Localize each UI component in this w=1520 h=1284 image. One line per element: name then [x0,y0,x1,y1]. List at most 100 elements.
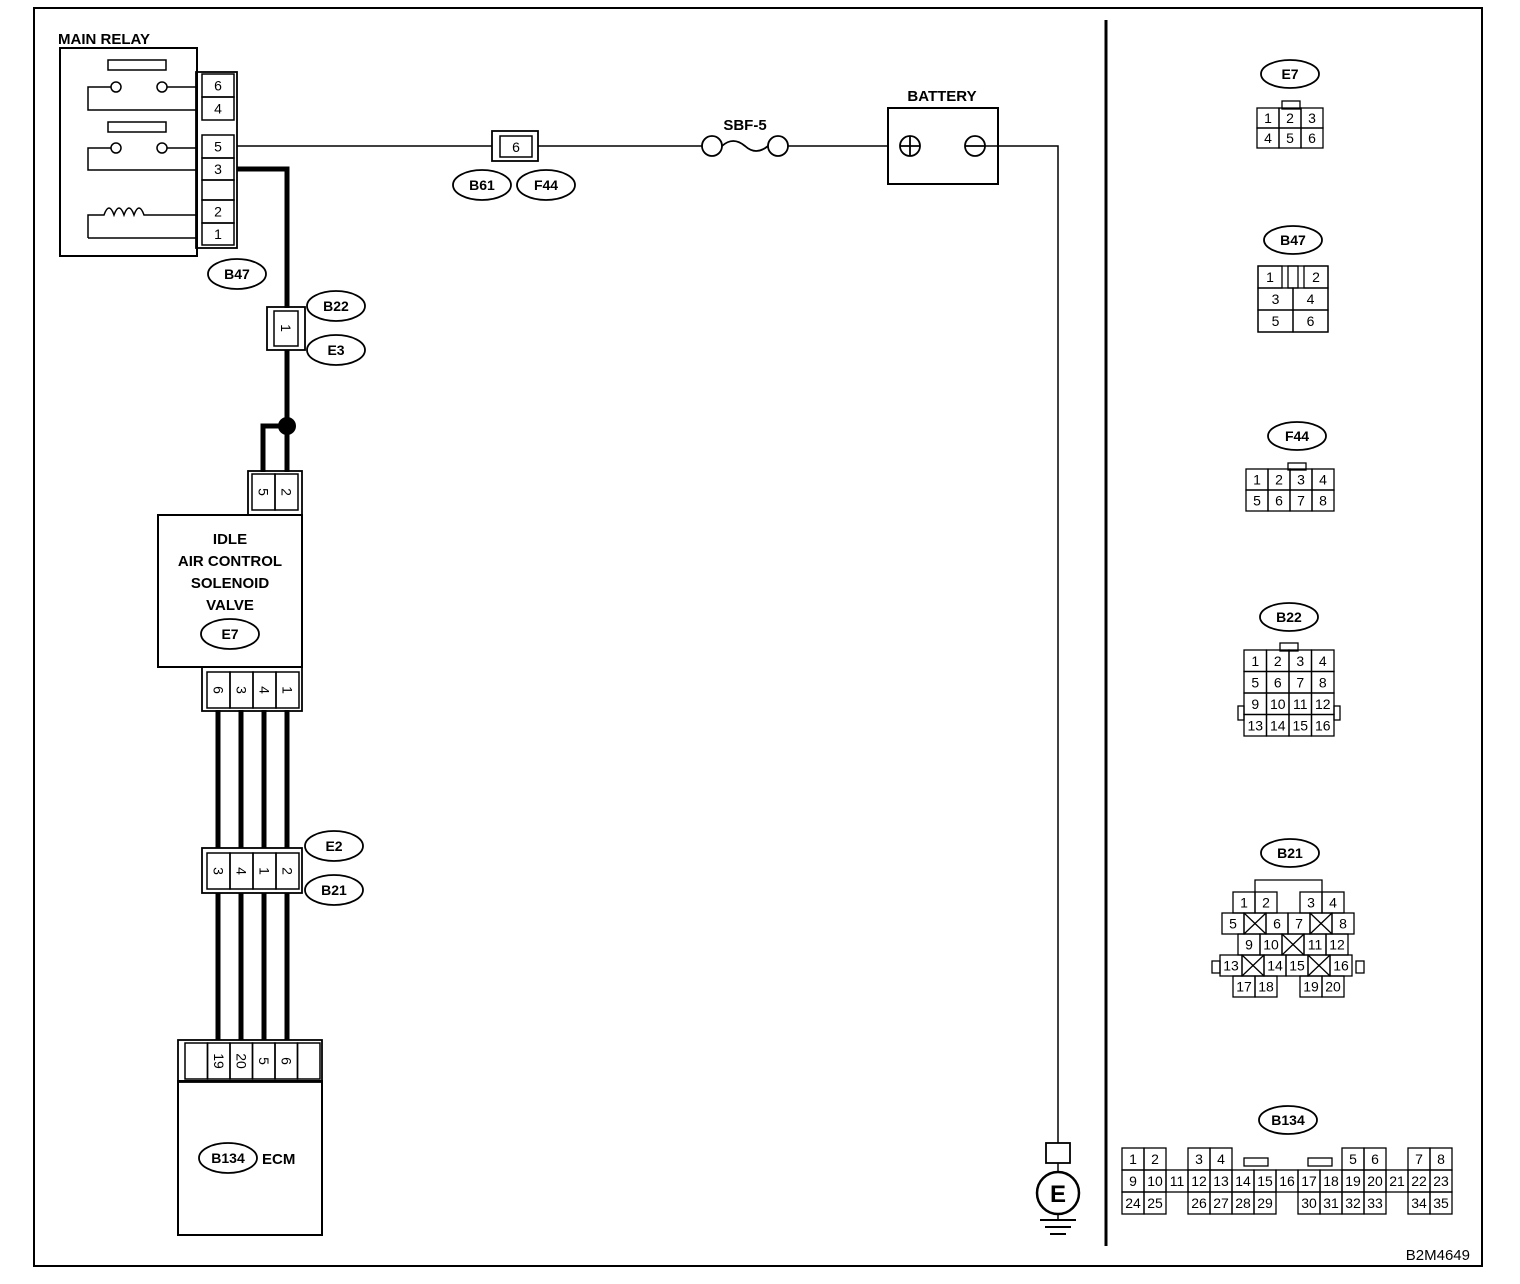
view-pin [1321,975,1345,998]
view-pin-label: 9 [1129,1173,1137,1189]
b134-tag-label: B134 [211,1150,245,1166]
view-pin-label: 8 [1339,916,1347,932]
view-pin-label: 8 [1319,674,1327,690]
view-pin-label: 3 [1272,291,1280,307]
e2-pin-label: 1 [257,867,273,875]
view-pin-label: 10 [1147,1173,1163,1189]
iacv-title-line: AIR CONTROL [178,553,282,570]
iacv-title-line: IDLE [213,531,247,548]
iacv-title-line: VALVE [206,597,254,614]
view-pin-label: 15 [1292,717,1308,733]
view-pin-label: 5 [1253,493,1261,509]
view-pin-label: 6 [1371,1151,1379,1167]
view-pin-label: 22 [1411,1173,1427,1189]
view-pin-label: 9 [1251,696,1259,712]
view-pin [1310,713,1335,737]
view-pin-label: 7 [1415,1151,1423,1167]
e2-tag-label: E2 [325,838,342,854]
e2-pin [275,852,300,890]
view-pin-label: 30 [1301,1195,1317,1211]
ground-label: E [1050,1181,1066,1208]
b22-connector-pin [273,310,299,347]
view-pin-label: 16 [1279,1173,1295,1189]
wire-junction-to-pin5 [260,423,287,472]
view-pin-label: 14 [1270,717,1286,733]
view-pin-label: 15 [1289,958,1305,974]
view-pin-label: 3 [1195,1151,1203,1167]
view-pin-label: 1 [1240,895,1248,911]
view-pin-label: 14 [1235,1173,1251,1189]
view-pin-label: 19 [1303,979,1319,995]
relay-coil [87,207,197,239]
view-pin-label: 1 [1264,110,1272,126]
view-pin-label: 13 [1213,1173,1229,1189]
view-pin-label: 35 [1433,1195,1449,1211]
b134-tag [198,1142,258,1174]
view-pin-label: 7 [1296,674,1304,690]
view-pin-label: 20 [1325,979,1341,995]
fuse-terminal-right [767,135,789,157]
view-tag-label: E7 [1281,66,1298,82]
wires-iacv-to-e2 [215,710,290,848]
main-relay-body [59,47,198,257]
iacv-bottom-pin-label: 4 [257,686,273,694]
f44-tag-label: F44 [534,177,558,193]
iacv-top-pin-label: 2 [279,488,295,496]
f44-tag [516,169,576,201]
view-pin [1363,1191,1387,1215]
fuse-connector-pin-label: 6 [512,139,520,155]
view-pin-label: 6 [1274,674,1282,690]
e2-pin-label: 4 [234,867,250,875]
view-pin-label: 14 [1267,958,1283,974]
view-pin [1300,127,1324,149]
view-pin-label: 4 [1319,653,1327,669]
view-tag-label: B47 [1280,232,1306,248]
b47-tag-label: B47 [224,266,250,282]
e3-tag [306,334,366,366]
view-pin-label: 6 [1273,916,1281,932]
view-pin-label: 13 [1223,958,1239,974]
view-tag [1258,1105,1318,1135]
view-tag-label: B21 [1277,845,1303,861]
relay-pin-label: 1 [214,226,222,242]
view-pin-label: 3 [1307,895,1315,911]
view-pin-label: 19 [1345,1173,1361,1189]
view-pin [1254,975,1278,998]
view-pin-label: 15 [1257,1173,1273,1189]
view-pin-label: 2 [1274,653,1282,669]
view-pin-label: 20 [1367,1173,1383,1189]
e2-pin-label: 2 [280,867,296,875]
view-pin-label: 7 [1295,916,1303,932]
view-pin-label: 3 [1296,653,1304,669]
ecm-pin [296,1042,321,1080]
relay-contact-lower [87,121,197,171]
view-tag [1263,225,1323,255]
battery-label: BATTERY [907,88,976,105]
view-pin-label: 33 [1367,1195,1383,1211]
relay-pin-label: 5 [214,139,222,155]
b21-tag [304,874,364,906]
view-pin-label: 12 [1315,696,1331,712]
view-pin-label: 6 [1307,313,1315,329]
view-pin-label: 5 [1349,1151,1357,1167]
view-pin-label: 1 [1266,269,1274,285]
view-tag-label: F44 [1285,428,1309,444]
view-pin-label: 3 [1297,472,1305,488]
view-pin-label: 6 [1308,130,1316,146]
relay-pin-label: 4 [214,101,222,117]
view-pin-label: 28 [1235,1195,1251,1211]
view-pin-label: 13 [1247,717,1263,733]
view-pin-label: 3 [1308,110,1316,126]
view-tag [1267,421,1327,451]
view-pin [1143,1191,1167,1215]
view-pin-label: 17 [1301,1173,1317,1189]
relay-pin-label: 2 [214,204,222,220]
relay-pin [201,96,235,121]
ecm-body [177,1080,323,1236]
view-pin-label: 26 [1191,1195,1207,1211]
view-tag-label: B22 [1276,609,1302,625]
